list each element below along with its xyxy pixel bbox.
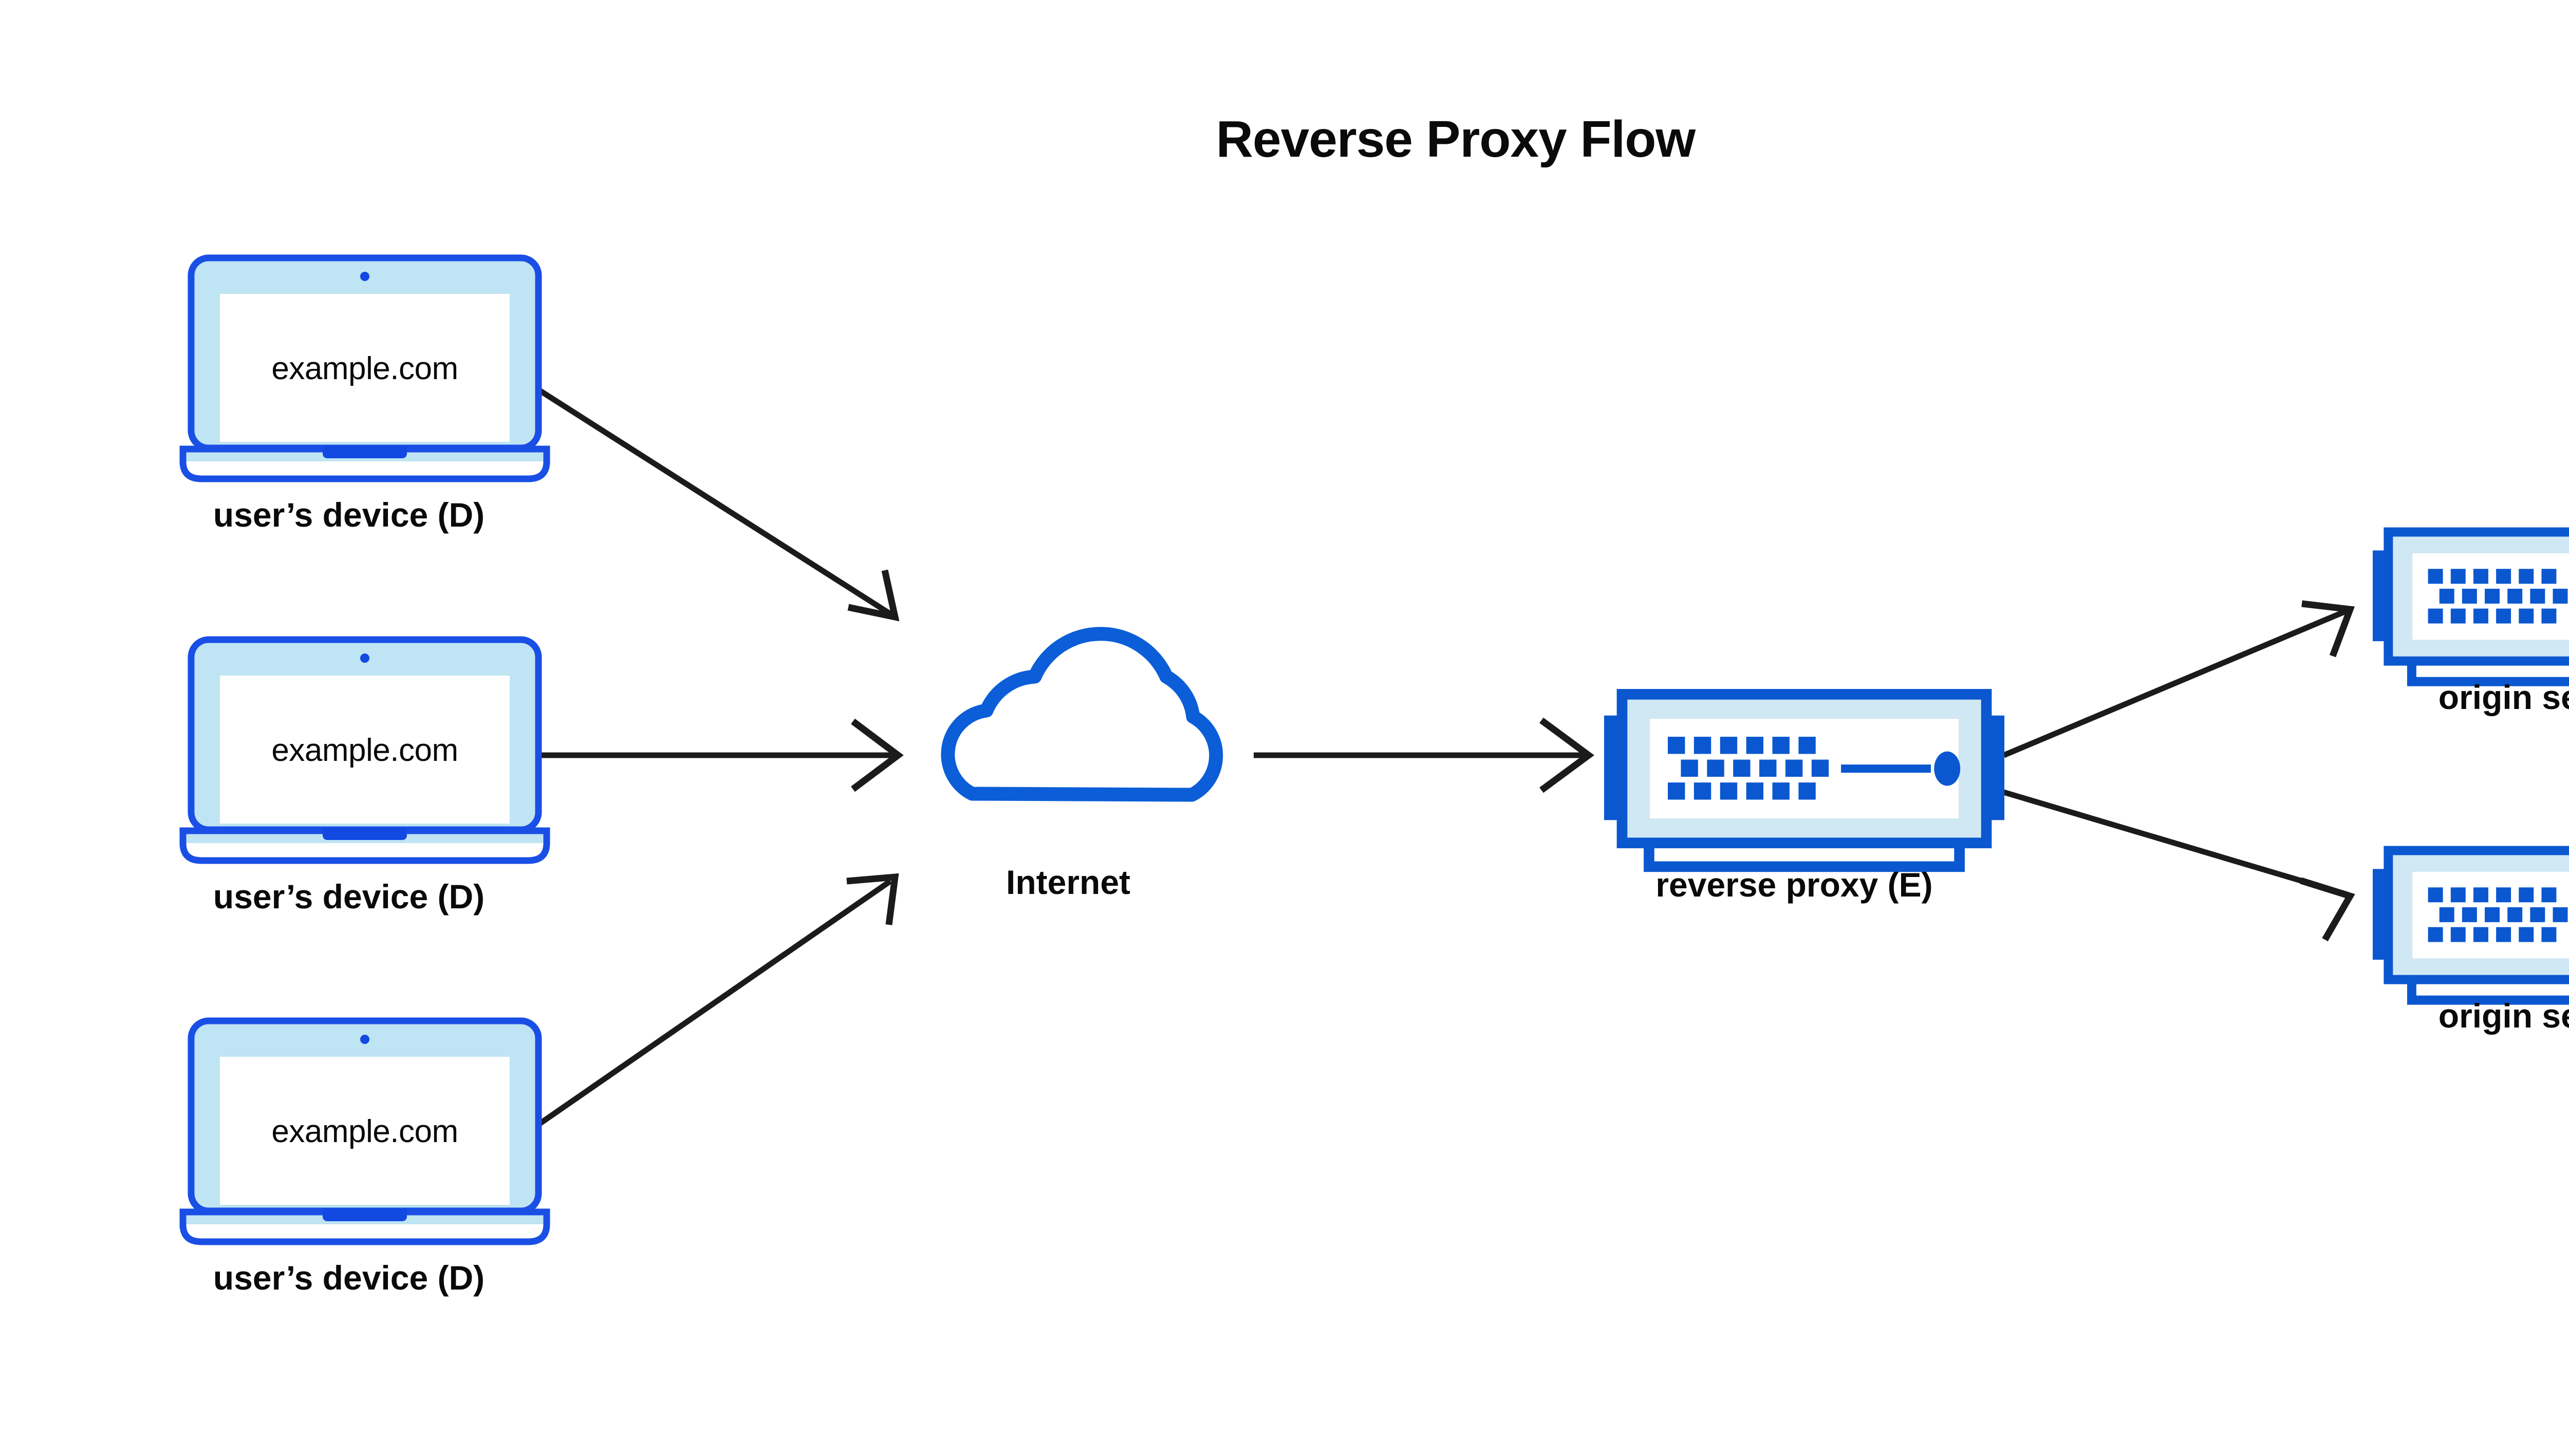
node-users-device-2[interactable]: example.com user’s device (D) <box>183 640 547 916</box>
node-users-device-3[interactable]: example.com user’s device (D) <box>183 1021 547 1297</box>
node-users-device-1[interactable]: example.com user’s device (D) <box>183 258 547 534</box>
node-label-users-device: user’s device (D) <box>213 878 485 916</box>
edge-proxy-to-origin1 <box>2002 600 2355 758</box>
node-label-origin-server: origin server (F) <box>2438 678 2569 716</box>
edge-proxy-to-origin2 <box>2003 789 2355 942</box>
node-origin-server-2[interactable]: origin server (F) <box>2373 851 2569 1035</box>
cloud-icon <box>948 634 1216 795</box>
server-icon <box>2373 851 2569 1000</box>
edge-internet-to-proxy <box>1254 717 1594 793</box>
node-origin-server-1[interactable]: origin server (F) <box>2373 532 2569 716</box>
node-internet[interactable]: Internet <box>948 634 1216 901</box>
device-screen-text: example.com <box>271 1114 458 1149</box>
edge-device2-to-internet <box>520 718 904 792</box>
edge-device1-to-internet <box>512 371 900 622</box>
node-label-users-device: user’s device (D) <box>213 496 485 534</box>
node-label-internet: Internet <box>1006 863 1130 901</box>
device-screen-text: example.com <box>271 733 458 768</box>
edge-device3-to-internet <box>512 873 899 1144</box>
device-screen-text: example.com <box>271 351 458 386</box>
page-title: Reverse Proxy Flow <box>1216 110 1696 168</box>
node-label-users-device: user’s device (D) <box>213 1259 485 1297</box>
edges-layer <box>512 371 2355 1144</box>
server-icon <box>2373 532 2569 682</box>
node-label-origin-server: origin server (F) <box>2438 997 2569 1035</box>
node-label-reverse-proxy: reverse proxy (E) <box>1655 866 1932 904</box>
server-icon <box>1604 694 2004 866</box>
node-reverse-proxy[interactable]: reverse proxy (E) <box>1604 694 2004 904</box>
